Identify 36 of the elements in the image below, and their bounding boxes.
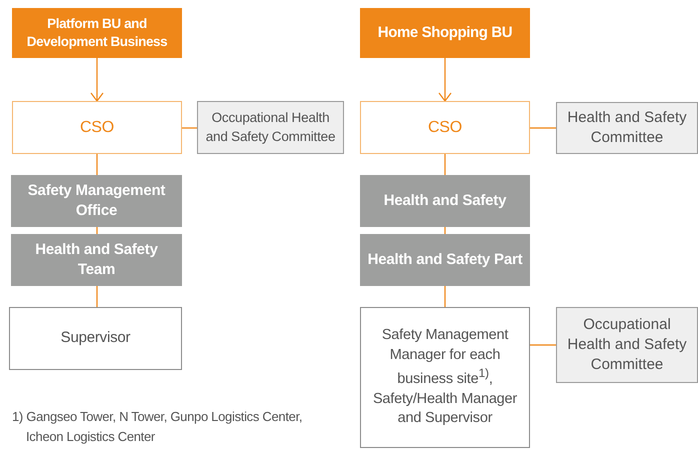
connector-line [444,154,446,175]
connector-line [530,344,556,346]
connector-line [444,286,446,307]
footnote: 1) Gangseo Tower, N Tower, Gunpo Logistics Center, Icheon Logistics Center [12,408,304,446]
box-label: Health and Safety [382,190,508,211]
box-label: Health and Safety Team [34,240,159,280]
connector-line [96,286,98,307]
committee-box [197,101,344,154]
box-label: Occupational Health and Safety Committee [566,314,688,376]
box-label: Occupational Health and Safety Committee [204,109,336,146]
connector-line [96,154,98,175]
team-box [11,175,182,227]
arrow [90,58,104,102]
box-label: Supervisor [60,328,132,348]
box-label: Safety Management Manager for each business site$^{1)}$, Safety/Health Manager and Supervisor [372,326,518,428]
staff-box [9,307,182,370]
business-unit-box [12,8,182,58]
staff-box [360,307,530,448]
box-label: Safety Management Office [26,180,166,221]
committee-box [556,307,698,383]
officer-box [360,101,530,154]
box-label: Health and Safety Part [366,250,524,270]
box-label: CSO [78,118,116,138]
box-label: Platform BU and Development Business [26,14,168,51]
box-label: Home Shopping BU [376,22,514,43]
business-unit-box [360,8,530,58]
arrow [438,58,452,102]
box-label: Health and Safety Committee [566,108,688,148]
connector-line [182,127,197,129]
team-box [360,234,530,286]
officer-box [12,101,182,154]
team-box [360,175,530,227]
connector-line [530,127,556,129]
box-label: CSO [426,118,464,138]
team-box [11,234,182,286]
committee-box [556,102,698,154]
